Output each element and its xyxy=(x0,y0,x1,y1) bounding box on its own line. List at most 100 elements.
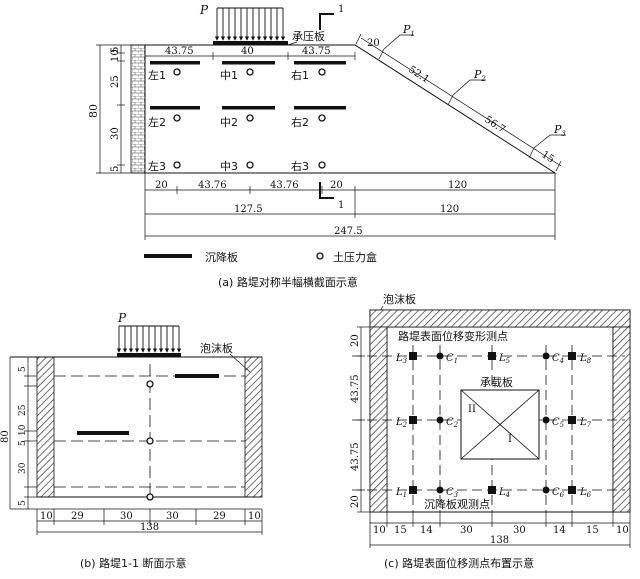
bottom-dim-b-5: 29 xyxy=(213,511,226,522)
bottom-dim-a-7: 120 xyxy=(440,204,459,215)
bottom-total-a: 247.5 xyxy=(334,226,363,237)
zone-ii-label: II xyxy=(468,404,476,415)
point-l8: L8 xyxy=(579,353,592,365)
top-dim-3: 43.75 xyxy=(302,46,331,57)
point-l2: L2 xyxy=(395,417,408,429)
top-dim-1: 43.75 xyxy=(165,46,194,57)
legend-pressure-cell-swatch xyxy=(316,252,324,260)
bottom-dim-a-5: 120 xyxy=(448,180,467,191)
panel-b-section: P 泡沫板 xyxy=(0,311,263,570)
left-dim-c-1: 20 xyxy=(350,334,361,347)
bottom-dim-c-6: 14 xyxy=(553,525,566,536)
bottom-dim-a-6: 127.5 xyxy=(234,204,263,215)
cell-left-3: 左3 xyxy=(148,160,166,173)
cell-right-2: 右2 xyxy=(291,115,309,129)
left-dim-c-3: 43.75 xyxy=(350,442,361,471)
surface-points-title: 路堤表面位移变形测点 xyxy=(398,329,508,343)
bottom-dim-a-3: 43.76 xyxy=(270,180,299,191)
left-dim-lines-c xyxy=(357,326,370,513)
bottom-dim-c-7: 15 xyxy=(586,525,599,536)
bottom-total-b: 138 xyxy=(140,522,159,533)
slope-dim-lines-a xyxy=(355,33,566,172)
cell-mid-1: 中1 xyxy=(220,69,238,82)
section-mark-bottom xyxy=(319,182,334,199)
left-dim-a-3: 25 xyxy=(110,75,121,88)
bottom-dim-lines-a xyxy=(144,173,556,240)
bottom-dim-c-5: 30 xyxy=(513,525,526,536)
top-dim-2: 40 xyxy=(241,46,254,57)
bottom-total-c: 138 xyxy=(490,535,509,546)
cell-mid-3: 中3 xyxy=(220,160,238,173)
cell-mid-2: 中2 xyxy=(220,116,238,129)
bearing-plate-c xyxy=(460,389,540,460)
left-dim-a-5: 5 xyxy=(110,166,121,172)
right-wall-c xyxy=(612,326,631,513)
zone-i-label: I xyxy=(508,434,512,445)
left-dim-b-3: 10 xyxy=(18,424,28,436)
wall-brick-a xyxy=(130,44,146,174)
point-l7: L7 xyxy=(579,417,592,429)
panel-a-cross-section: P 1 1 承压板 xyxy=(87,3,566,289)
bottom-dim-b-6: 10 xyxy=(248,511,261,522)
left-dim-a-2: 10 xyxy=(110,49,121,62)
slope-point-p2: P2 xyxy=(473,68,486,83)
top-wall-c xyxy=(369,309,631,328)
bottom-dim-a-4: 20 xyxy=(330,180,343,191)
bearing-plate-label-a: 承压板 xyxy=(292,29,325,43)
point-l4: L4 xyxy=(498,487,510,499)
left-dim-b-4: 5 xyxy=(18,440,28,446)
section-mark-top xyxy=(319,13,334,30)
point-l1: L1 xyxy=(395,487,407,499)
left-dim-b-1: 5 xyxy=(18,366,28,372)
right-wall-b xyxy=(244,356,263,498)
slope-dim-3: 56.7 xyxy=(482,114,507,135)
point-c1: C1 xyxy=(446,353,458,365)
left-dim-a-4: 30 xyxy=(110,127,121,140)
pressure-cells-b xyxy=(146,380,154,501)
slope-point-p3: P3 xyxy=(553,123,566,138)
left-dim-b-6: 5 xyxy=(18,500,28,506)
settlement-points-title: 沉降板观测点 xyxy=(424,497,490,511)
plate-b-upper xyxy=(175,374,219,378)
point-c3: C3 xyxy=(446,487,459,499)
slope-dim-4: 15 xyxy=(539,149,556,165)
bottom-dim-c-8: 10 xyxy=(616,525,629,536)
bottom-dim-b-1: 10 xyxy=(40,511,53,522)
caption-b: (b) 路堤1-1 断面示意 xyxy=(80,556,187,570)
caption-a: (a) 路堤对称半幅横截面示意 xyxy=(218,275,358,289)
settlement-plates-a xyxy=(150,61,346,110)
legend-settlement-plate-swatch xyxy=(144,254,192,258)
bearing-plate-a xyxy=(213,41,288,45)
legend-settlement-plate: 沉降板 xyxy=(205,250,238,264)
caption-c: (c) 路堤表面位移测点布置示意 xyxy=(384,556,534,570)
bottom-dim-c-1: 10 xyxy=(373,525,386,536)
point-c2: C2 xyxy=(446,417,459,429)
plate-b-lower xyxy=(77,431,129,435)
section-mark-top-label: 1 xyxy=(338,4,344,15)
top-dim-line-a xyxy=(144,52,356,60)
point-l5: L5 xyxy=(498,353,511,365)
left-dim-b-2: 25 xyxy=(18,404,28,416)
point-c4: C4 xyxy=(552,353,564,365)
slope-dim-2: 52.1 xyxy=(406,64,431,85)
bottom-dim-c-4: 30 xyxy=(460,525,473,536)
foam-board-label-c: 泡沫板 xyxy=(383,292,416,306)
point-c5: C5 xyxy=(552,417,565,429)
panel-c-plan: 泡沫板 路堤表面位移变形测点 承载板 II I xyxy=(350,292,631,570)
bottom-dim-lines-b xyxy=(10,508,263,535)
bottom-dim-b-3: 30 xyxy=(120,511,133,522)
bottom-dim-a-2: 43.76 xyxy=(198,180,227,191)
point-l6: L6 xyxy=(579,487,592,499)
bottom-dim-b-2: 29 xyxy=(71,511,84,522)
foam-board-label-b: 泡沫板 xyxy=(200,341,233,355)
left-dim-c-4: 20 xyxy=(350,495,361,508)
bottom-dim-a-1: 20 xyxy=(155,180,168,191)
point-c6: C6 xyxy=(552,487,565,499)
slope-point-p1: P1 xyxy=(402,23,415,38)
cell-right-3: 右3 xyxy=(291,159,309,173)
load-label-b: P xyxy=(117,311,127,325)
left-dim-c-2: 43.75 xyxy=(350,374,361,403)
left-dim-b-5: 30 xyxy=(18,462,28,474)
